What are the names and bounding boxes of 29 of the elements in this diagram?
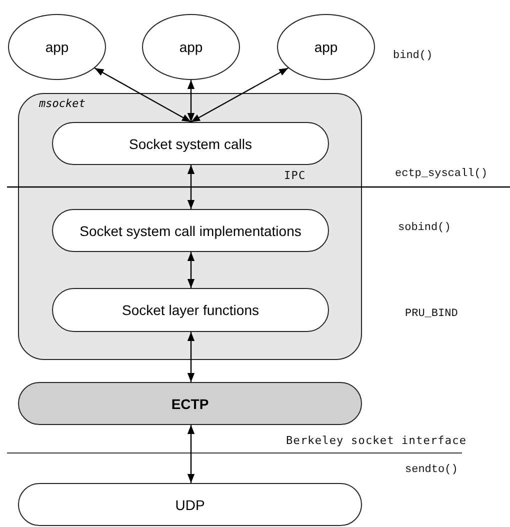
function-label: ectp_syscall() xyxy=(395,168,488,180)
function-label: sobind() xyxy=(398,222,451,234)
protocol-box xyxy=(18,382,362,425)
node-label: app xyxy=(45,39,69,55)
arrow xyxy=(187,332,195,382)
layer-box xyxy=(52,122,329,165)
node-label: Socket layer functions xyxy=(122,302,259,318)
function-label: bind() xyxy=(393,50,433,62)
node-label: ECTP xyxy=(171,396,209,412)
arrow xyxy=(187,165,195,209)
node-label: app xyxy=(179,39,203,55)
arrow xyxy=(190,67,288,123)
function-label: sendto() xyxy=(405,464,458,476)
container-title: msocket xyxy=(39,97,86,110)
interface-label: Berkeley socket interface xyxy=(286,434,467,447)
module-container xyxy=(18,93,362,360)
node-label: Socket system calls xyxy=(129,136,252,152)
node-label: Socket system call implementations xyxy=(80,222,302,238)
function-label: PRU_BIND xyxy=(405,308,458,320)
layer-box xyxy=(18,483,362,526)
arrow xyxy=(94,68,192,123)
layer-box xyxy=(52,209,329,252)
interface-label: IPC xyxy=(284,169,306,182)
node-label: app xyxy=(314,39,338,55)
arrow xyxy=(187,80,195,122)
arrow xyxy=(187,425,195,483)
arrow xyxy=(187,252,195,288)
node-label: UDP xyxy=(175,496,205,512)
layer-box xyxy=(52,288,329,332)
